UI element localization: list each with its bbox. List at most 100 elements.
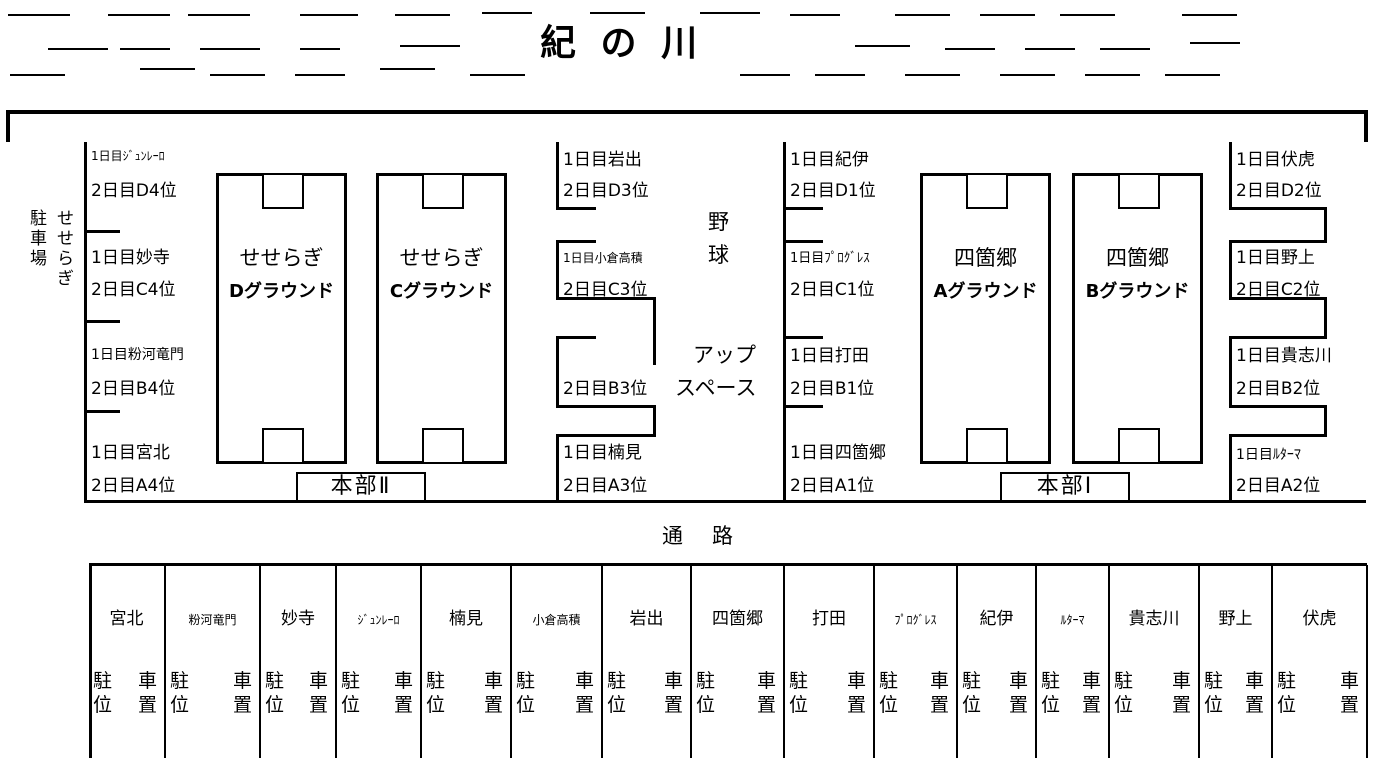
warmup-label: スペース [675, 376, 757, 400]
slot-divider [86, 410, 120, 413]
slot-day2: 2日目B3位 [563, 379, 648, 399]
river-wave [482, 12, 532, 14]
parking-cell-left: 駐位 [607, 670, 627, 716]
parking-cell-right: 車置 [1245, 670, 1265, 716]
river-wave [188, 14, 250, 16]
parking-column: 粉河竜門駐位車置 [166, 565, 261, 758]
river-wave [855, 45, 910, 47]
slot-day1: 1日目紀伊 [790, 150, 869, 170]
field-ground-label: Aグラウンド [933, 281, 1038, 302]
slot-divider [86, 320, 120, 323]
slot-day2: 2日目D4位 [91, 181, 177, 201]
slot-divider [783, 207, 823, 210]
col4-bracket [1229, 240, 1232, 300]
parking-team-name: 四箇郷 [712, 609, 763, 629]
field-name: せせらぎ [399, 246, 484, 270]
slot-divider [783, 336, 823, 339]
col2-bracket [556, 240, 596, 243]
parking-column: 伏虎駐位車置 [1273, 565, 1368, 758]
parking-team-name: ﾙﾀｰﾏ [1060, 613, 1085, 627]
parking-column: 四箇郷駐位車置 [692, 565, 785, 758]
venue-right-tick [1364, 110, 1368, 142]
river-name: 紀 の 川 [540, 23, 704, 64]
river-wave [1060, 14, 1115, 16]
parking-cell-left: 駐位 [1041, 670, 1061, 716]
parking-column: ﾙﾀｰﾏ 駐位車置 [1037, 565, 1110, 758]
parking-cell-right: 車置 [1009, 670, 1029, 716]
river-wave [140, 68, 195, 70]
parking-team-name: 貴志川 [1128, 609, 1180, 629]
slot-day1: 1日目妙寺 [91, 248, 170, 268]
col3-left-edge [783, 142, 786, 502]
field-ground-label: Cグラウンド [389, 281, 494, 302]
parking-table-left [89, 563, 92, 758]
river-wave [10, 74, 65, 76]
slot-day2: 2日目A2位 [1236, 476, 1321, 496]
field-name: 四箇郷 [954, 246, 1017, 270]
headquarters-1: 本部Ⅰ [1000, 472, 1130, 502]
slot-day2: 2日目C3位 [563, 280, 648, 300]
col4-bracket [1229, 405, 1327, 408]
col4-bracket [1229, 207, 1327, 210]
river-wave [300, 14, 358, 16]
parking-cell-left: 駐位 [696, 670, 716, 716]
parking-cell-left: 駐位 [789, 670, 809, 716]
slot-day2: 2日目D3位 [563, 181, 649, 201]
slot-day1: 1日目小倉高積 [563, 251, 643, 265]
parking-team-name: 宮北 [109, 609, 144, 629]
river-wave [905, 74, 960, 76]
parking-column: 楠見駐位車置 [422, 565, 512, 758]
river-wave [945, 48, 995, 50]
parking-cell-left: 駐位 [1277, 670, 1297, 716]
seseragi-parking-label: せせらぎ [57, 209, 74, 289]
col4-bracket [1324, 405, 1327, 437]
parking-cell-left: 駐位 [1204, 670, 1224, 716]
slot-day1: 1日目貴志川 [1236, 346, 1332, 366]
river-wave [400, 45, 460, 47]
venue-top-border [6, 110, 1368, 114]
col4-bracket [1229, 434, 1327, 437]
col4-bracket [1229, 240, 1327, 243]
col2-bracket [556, 405, 656, 408]
slot-day2: 2日目B1位 [790, 379, 875, 399]
river-wave [8, 14, 70, 16]
parking-column: 紀伊駐位車置 [958, 565, 1037, 758]
parking-cell-left: 駐位 [426, 670, 446, 716]
slot-day1: 1日目打田 [790, 346, 869, 366]
col2-bracket [556, 240, 559, 300]
goal-area [966, 173, 1008, 209]
slot-day1: 1日目粉河竜門 [91, 347, 184, 363]
warmup-label: アップ [693, 343, 756, 367]
river-wave [700, 12, 760, 14]
parking-cell-right: 車置 [1082, 670, 1102, 716]
parking-cell-left: 駐位 [341, 670, 361, 716]
parking-cell-right: 車置 [394, 670, 414, 716]
slot-day2: 2日目A1位 [790, 476, 875, 496]
parking-team-name: 妙寺 [281, 609, 315, 629]
river-wave [295, 74, 345, 76]
parking-team-name: 紀伊 [979, 609, 1014, 629]
parking-column: ｼﾞｭﾝﾚｰﾛ駐位車置 [337, 565, 422, 758]
slot-day2: 2日目C2位 [1236, 280, 1321, 300]
slot-day2: 2日目B4位 [91, 379, 176, 399]
parking-cell-right: 車置 [1340, 670, 1360, 716]
slot-divider [783, 240, 823, 243]
parking-column: 妙寺駐位車置 [261, 565, 337, 758]
river-wave [1085, 74, 1140, 76]
slot-day2: 2日目B2位 [1236, 379, 1321, 399]
parking-team-name: 小倉高積 [532, 613, 581, 627]
col4-bracket [1229, 434, 1232, 502]
parking-cell-right: 車置 [138, 670, 158, 716]
col4-bracket [1229, 336, 1232, 408]
river-wave [790, 14, 840, 16]
goal-area [966, 428, 1008, 464]
col2-bracket [556, 297, 656, 300]
parking-team-name: 粉河竜門 [188, 613, 237, 627]
goal-area [262, 173, 304, 209]
parking-table-top [89, 563, 1367, 566]
parking-cell-left: 駐位 [879, 670, 899, 716]
parking-cell-right: 車置 [309, 670, 329, 716]
field-seseragi-d: せせらぎ Dグラウンド [216, 173, 347, 464]
goal-area [262, 428, 304, 464]
river-wave [590, 12, 645, 14]
